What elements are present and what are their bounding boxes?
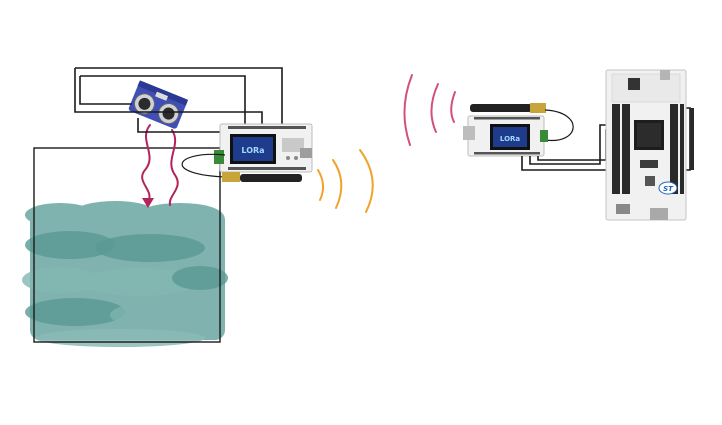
oled-label: LORa [500,135,521,143]
st-logo: ST [663,185,674,193]
antenna-icon [181,153,302,182]
oled-label: LORa [241,146,264,155]
lora-board-left: LORa [214,123,313,173]
pin-header-bottom [228,167,306,170]
water-tank [22,147,228,347]
nucleo-board-icon: ST [605,69,694,221]
pin-header-top [228,126,306,129]
water-body [22,201,228,347]
echo-arrowhead [142,198,154,208]
echo-arrow-icon [141,124,179,206]
ultrasonic-sensor-icon [128,80,189,129]
radio-wave-icon [403,74,456,146]
lora-board-right: LORa [463,115,548,157]
tank-outline [33,147,221,343]
radio-wave-icon [317,149,374,213]
antenna-icon [470,103,574,142]
sensor-wiring [74,67,283,133]
